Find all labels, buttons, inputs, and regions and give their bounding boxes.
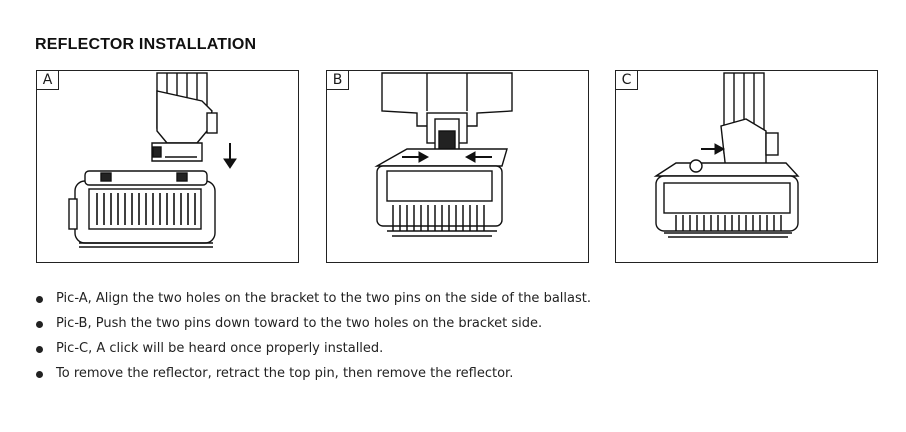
illustration-panel-b: B	[326, 70, 589, 263]
illustration-panel-c: C	[615, 70, 878, 263]
list-item: Pic-C, A click will be heard once proper…	[36, 340, 591, 365]
bullet-icon	[36, 296, 43, 303]
illustration-b	[374, 72, 513, 237]
illustration-a	[68, 72, 237, 248]
step-text: Pic-C, A click will be heard once proper…	[56, 341, 384, 356]
bullet-icon	[36, 321, 43, 328]
step-text: Pic-A, Align the two holes on the bracke…	[56, 291, 591, 306]
bullet-icon	[36, 371, 43, 378]
panel-label-c: C	[615, 70, 638, 90]
bullet-icon	[36, 346, 43, 353]
illustration-c	[653, 72, 800, 238]
list-item: To remove the reflector, retract the top…	[36, 365, 591, 390]
instruction-list: Pic-A, Align the two holes on the bracke…	[36, 290, 591, 390]
panel-label-b: B	[326, 70, 349, 90]
step-text: To remove the reflector, retract the top…	[56, 366, 514, 381]
step-text: Pic-B, Push the two pins down toward to …	[56, 316, 543, 331]
list-item: Pic-B, Push the two pins down toward to …	[36, 315, 591, 340]
list-item: Pic-A, Align the two holes on the bracke…	[36, 290, 591, 315]
page-title: REFLECTOR INSTALLATION	[35, 36, 257, 53]
illustration-panel-a: A	[36, 70, 299, 263]
panel-label-a: A	[36, 70, 59, 90]
